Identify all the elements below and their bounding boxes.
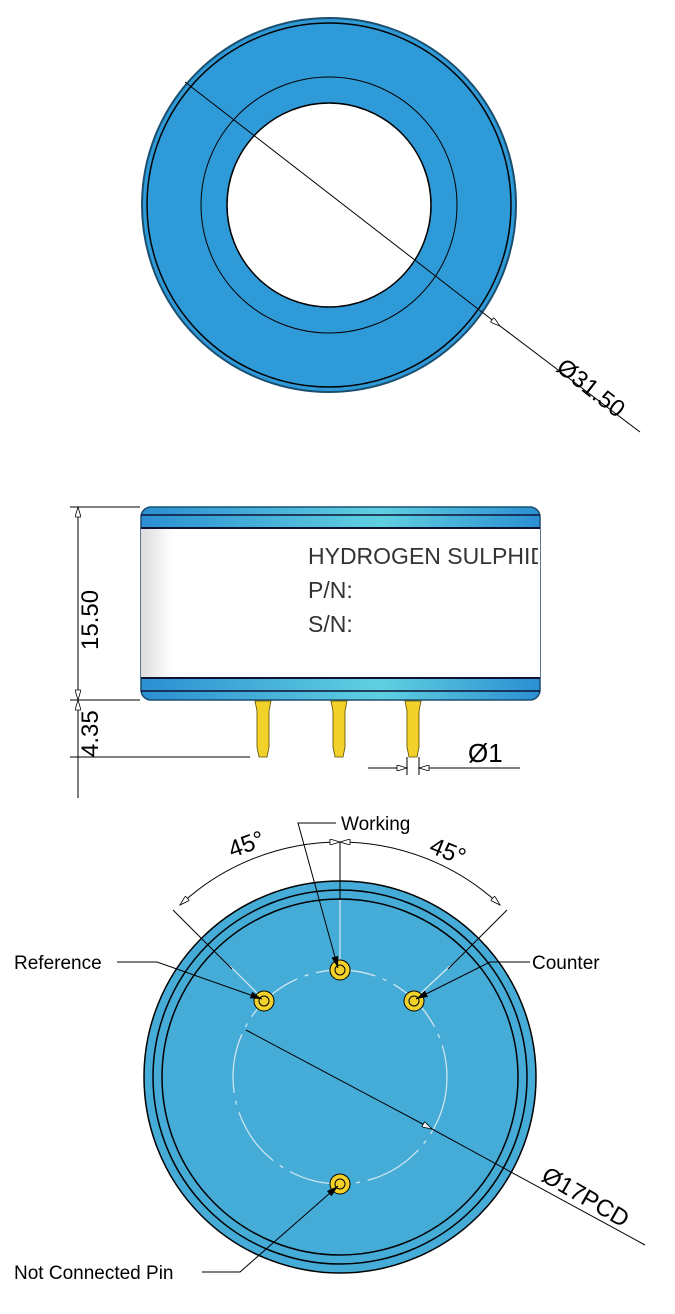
top-diameter-label: Ø31.50 bbox=[551, 353, 630, 423]
reference-label: Reference bbox=[14, 953, 102, 974]
not-connected-label: Not Connected Pin bbox=[14, 1263, 174, 1284]
working-pin bbox=[329, 959, 351, 981]
pcd-leader bbox=[245, 1029, 432, 1129]
working-label: Working bbox=[341, 814, 410, 835]
diameter-leader bbox=[184, 81, 500, 326]
center-opening bbox=[226, 102, 432, 308]
angle-left-label: 45° bbox=[225, 826, 268, 864]
label-line-3: S/N: bbox=[308, 611, 353, 637]
reference-pin bbox=[253, 990, 275, 1012]
pin-length-label: 4.35 bbox=[77, 710, 104, 757]
pin bbox=[254, 700, 272, 758]
counter-pin bbox=[403, 990, 425, 1012]
sensor-label bbox=[141, 528, 540, 678]
angle-arc-right bbox=[340, 842, 500, 905]
angle-arc-left bbox=[180, 842, 340, 905]
angle-right-label: 45° bbox=[426, 833, 470, 872]
height-label: 15.50 bbox=[77, 590, 104, 650]
pin bbox=[330, 700, 348, 758]
pcd-label: Ø17PCD bbox=[537, 1162, 634, 1233]
pin-diameter-label: Ø1 bbox=[468, 738, 503, 768]
bottom-view: 45° 45° Working Reference Counter Not Co… bbox=[14, 814, 646, 1284]
pin bbox=[404, 700, 422, 758]
label-line-2: P/N: bbox=[308, 577, 353, 603]
label-line-1: HYDROGEN SULPHIDE bbox=[308, 543, 562, 569]
counter-label: Counter bbox=[532, 953, 600, 974]
top-view: Ø31.50 bbox=[141, 17, 641, 433]
side-view: HYDROGEN SULPHIDE P/N: S/N: 15.50 4.35 Ø… bbox=[70, 507, 562, 798]
pins bbox=[254, 700, 422, 758]
